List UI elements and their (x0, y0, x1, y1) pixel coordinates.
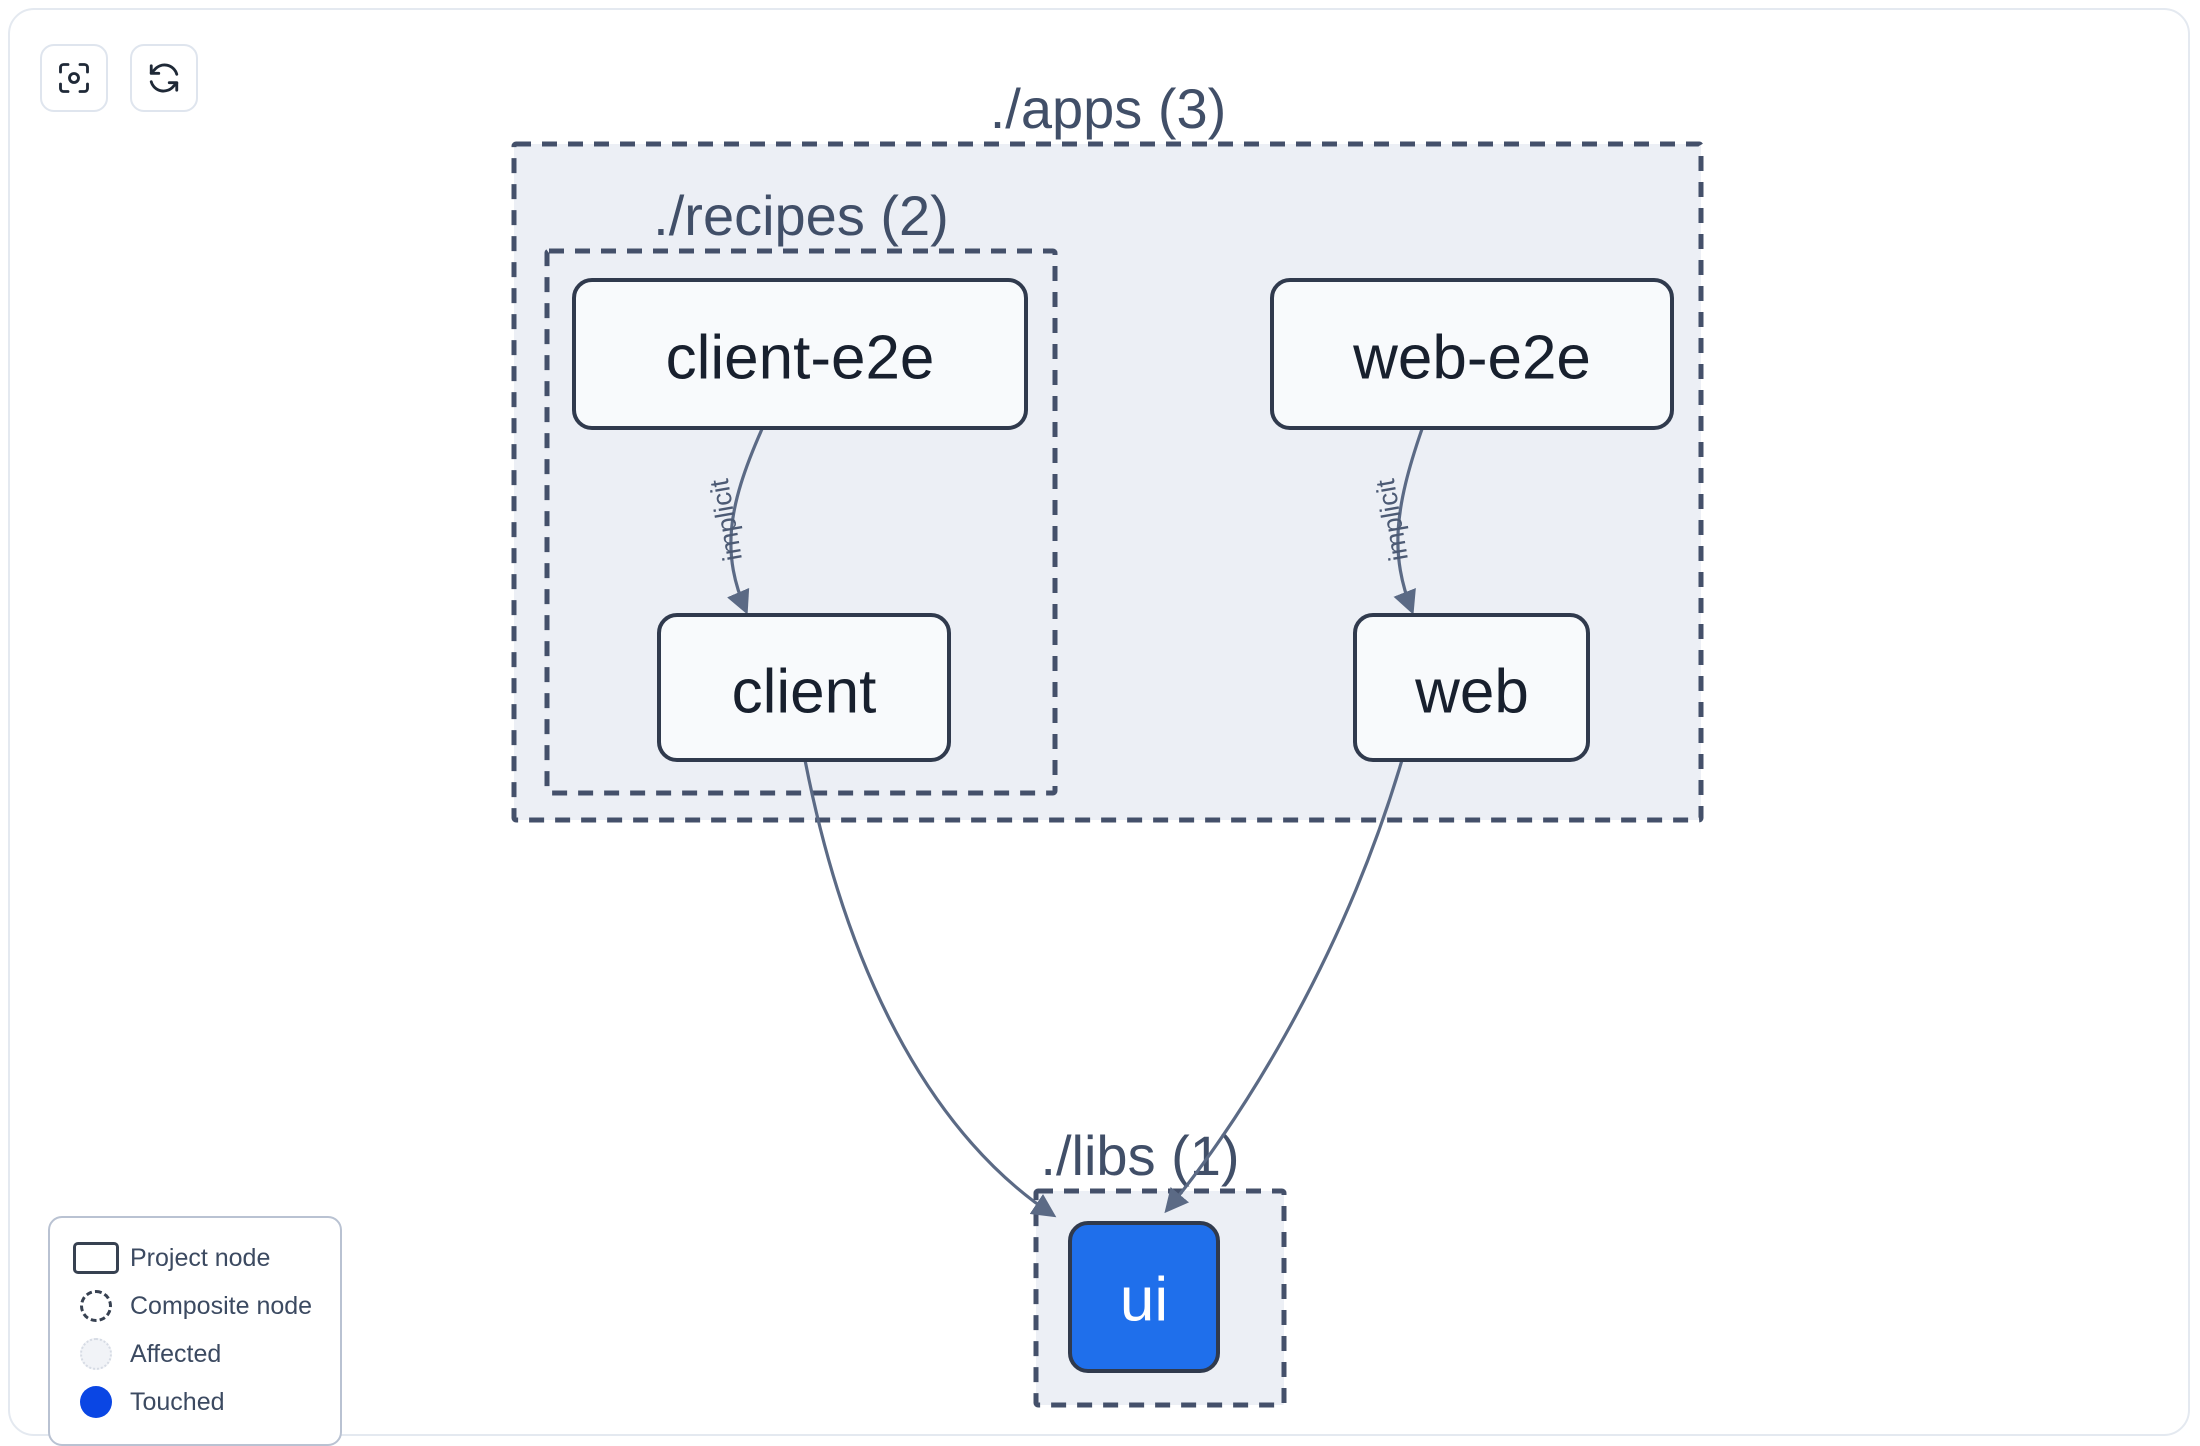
project-node-swatch (68, 1242, 124, 1274)
graph-canvas-card: ./apps (3) ./recipes (2) ./libs (1) impl… (8, 8, 2192, 1446)
edge-web-to-ui[interactable] (1164, 759, 1404, 1214)
graph-legend: Project node Composite node Affected Tou… (48, 1216, 342, 1446)
legend-item-project-node: Project node (68, 1234, 322, 1282)
edge-path[interactable] (1164, 759, 1404, 1214)
edge-client-to-ui[interactable] (803, 759, 1057, 1218)
touched-swatch (68, 1386, 124, 1418)
node-web[interactable]: web (1353, 613, 1590, 762)
legend-item-affected: Affected (68, 1330, 322, 1378)
refresh-graph-button[interactable] (130, 44, 198, 112)
affected-swatch (68, 1338, 124, 1370)
legend-item-composite-node: Composite node (68, 1282, 322, 1330)
node-rect[interactable] (657, 613, 951, 762)
refresh-sync-icon (146, 60, 182, 96)
node-label: client-e2e (666, 324, 935, 393)
node-ui[interactable]: ui (1068, 1221, 1220, 1373)
legend-label: Touched (130, 1387, 225, 1416)
edge-path[interactable] (727, 428, 764, 615)
graph-toolbar (40, 44, 198, 112)
group-recipes-label: ./recipes (2) (653, 184, 949, 247)
node-rect[interactable] (1270, 278, 1674, 430)
node-label: client (732, 658, 877, 727)
dependency-graph[interactable]: ./apps (3) ./recipes (2) ./libs (1) impl… (10, 10, 2192, 1438)
node-label: web (1414, 658, 1529, 727)
node-rect[interactable] (1068, 1221, 1220, 1373)
node-client-e2e[interactable]: client-e2e (572, 278, 1028, 430)
legend-label: Project node (130, 1243, 271, 1272)
legend-label: Composite node (130, 1291, 313, 1320)
node-rect[interactable] (1353, 613, 1590, 762)
composite-node-swatch (68, 1290, 124, 1322)
edge-path[interactable] (1393, 428, 1424, 615)
node-web-e2e[interactable]: web-e2e (1270, 278, 1674, 430)
node-label: ui (1120, 1266, 1168, 1335)
node-client[interactable]: client (657, 613, 951, 762)
legend-label: Affected (130, 1339, 222, 1368)
legend-item-touched: Touched (68, 1378, 322, 1426)
node-rect[interactable] (572, 278, 1028, 430)
focus-graph-button[interactable] (40, 44, 108, 112)
group-apps-label: ./apps (3) (990, 77, 1227, 140)
edge-path[interactable] (803, 759, 1057, 1218)
focus-target-icon (56, 60, 92, 96)
node-label: web-e2e (1352, 324, 1591, 393)
graph-nodes: client-e2e client web-e2e web ui (572, 278, 1674, 1373)
group-libs-label: ./libs (1) (1040, 1124, 1239, 1187)
